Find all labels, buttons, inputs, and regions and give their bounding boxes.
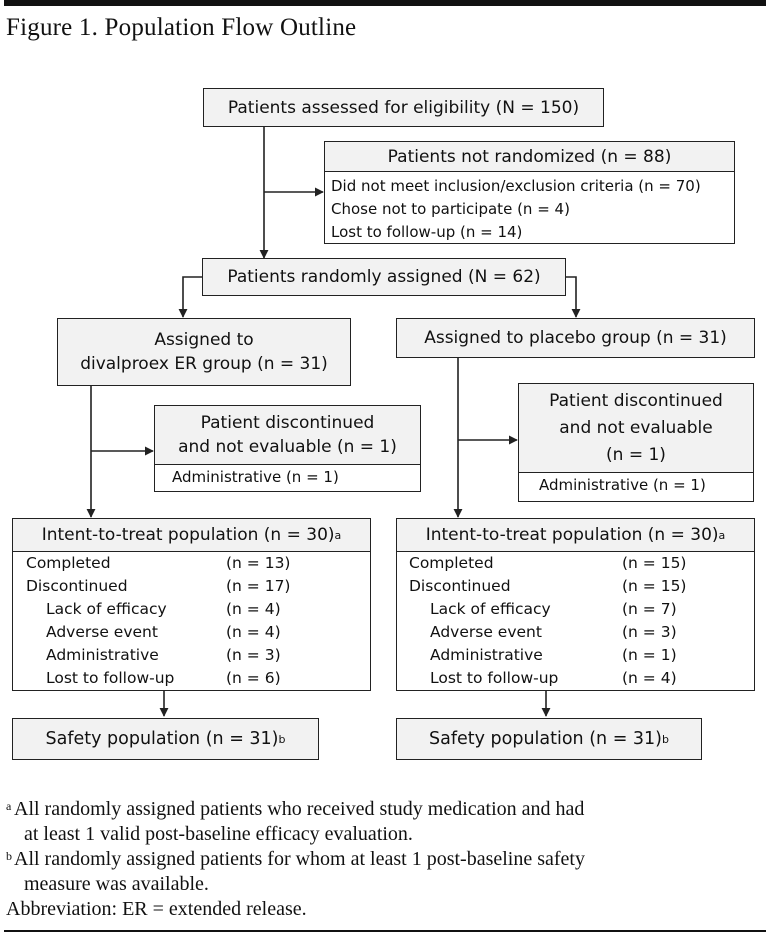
itt-right-row-label: Discontinued	[409, 577, 511, 595]
itt-right-row-value: (n = 15)	[622, 577, 687, 595]
itt-left-footnote-marker: a	[334, 528, 342, 542]
box-divalproex-group: Assigned to divalproex ER group (n = 31)	[57, 318, 351, 386]
safety-left-footnote-marker: b	[278, 732, 286, 746]
itt-right-row-label: Adverse event	[430, 623, 542, 641]
assessed-label: Patients assessed for eligibility (N = 1…	[227, 97, 580, 118]
disc-right-line2: and not evaluable	[559, 417, 713, 438]
footnotes: a All randomly assigned patients who rec…	[6, 797, 585, 922]
divalproex-line1: Assigned to	[154, 330, 254, 350]
footnote-a: a All randomly assigned patients who rec…	[6, 797, 585, 847]
box-placebo-group: Assigned to placebo group (n = 31)	[396, 318, 755, 358]
itt-left-row-value: (n = 4)	[226, 623, 281, 641]
safety-right-footnote-marker: b	[662, 732, 669, 746]
abbreviation-note: Abbreviation: ER = extended release.	[6, 898, 307, 920]
itt-right-row-value: (n = 15)	[622, 554, 687, 572]
top-rule	[4, 0, 766, 6]
box-assessed-eligibility: Patients assessed for eligibility (N = 1…	[203, 88, 604, 127]
not-randomized-reason: Lost to follow-up (n = 14)	[331, 223, 523, 241]
box-discontinued-right: Patient discontinued and not evaluable (…	[518, 383, 754, 502]
itt-right-row-label: Lost to follow-up	[430, 669, 559, 687]
box-randomly-assigned: Patients randomly assigned (N = 62)	[202, 258, 566, 296]
placebo-label: Assigned to placebo group (n = 31)	[424, 328, 727, 348]
itt-left-row-label: Administrative	[46, 646, 159, 664]
footnote-b: b All randomly assigned patients for who…	[6, 847, 585, 897]
disc-left-line2: and not evaluable (n = 1)	[178, 437, 397, 457]
footnote-line: at least 1 valid post-baseline efficacy …	[24, 823, 413, 845]
not-randomized-header: Patients not randomized (n = 88)	[325, 142, 734, 172]
box-safety-right: Safety population (n = 31)b	[396, 718, 702, 760]
footnote-line: All randomly assigned patients who recei…	[14, 798, 585, 820]
disc-left-detail: Administrative (n = 1)	[172, 468, 339, 486]
itt-left-row-value: (n = 3)	[226, 646, 281, 664]
itt-right-row-value: (n = 4)	[622, 669, 677, 687]
disc-right-line3: (n = 1)	[606, 444, 666, 465]
itt-right-row-label: Administrative	[430, 646, 543, 664]
itt-right-row-label: Lack of efficacy	[430, 600, 551, 618]
itt-right-row-value: (n = 7)	[622, 600, 677, 618]
itt-left-row-value: (n = 6)	[226, 669, 281, 687]
itt-left-header-text: Intent-to-treat population (n = 30)	[41, 525, 335, 545]
divalproex-line2: divalproex ER group (n = 31)	[80, 354, 328, 374]
itt-left-header: Intent-to-treat population (n = 30)a	[13, 519, 370, 552]
footnote-line: measure was available.	[24, 873, 209, 895]
box-safety-left: Safety population (n = 31)b	[12, 718, 319, 760]
disc-left-line1: Patient discontinued	[200, 413, 375, 433]
bottom-rule	[4, 930, 766, 932]
figure-title: Figure 1. Population Flow Outline	[6, 14, 357, 41]
itt-left-row-label: Lost to follow-up	[46, 669, 175, 687]
itt-left-row-label: Adverse event	[46, 623, 158, 641]
itt-left-row-label: Discontinued	[26, 577, 128, 595]
box-itt-right: Intent-to-treat population (n = 30)a Com…	[396, 518, 755, 691]
box-discontinued-left: Patient discontinued and not evaluable (…	[154, 405, 421, 492]
arrow-randomized-to-placebo	[566, 276, 581, 318]
itt-right-row-label: Completed	[409, 554, 494, 572]
footnote-line: All randomly assigned patients for whom …	[14, 848, 585, 870]
itt-left-row-value: (n = 4)	[226, 600, 281, 618]
disc-right-line1: Patient discontinued	[549, 390, 723, 411]
itt-right-row-value: (n = 3)	[622, 623, 677, 641]
itt-left-row-label: Lack of efficacy	[46, 600, 167, 618]
itt-left-row-label: Completed	[26, 554, 111, 572]
box-not-randomized: Patients not randomized (n = 88) Did not…	[324, 141, 735, 244]
not-randomized-reason: Did not meet inclusion/exclusion criteri…	[331, 177, 701, 195]
itt-left-row-value: (n = 17)	[226, 577, 291, 595]
box-itt-left: Intent-to-treat population (n = 30)a Com…	[12, 518, 371, 691]
arrow-randomized-to-divalproex	[178, 276, 202, 318]
itt-right-row-value: (n = 1)	[622, 646, 677, 664]
disc-right-detail: Administrative (n = 1)	[539, 476, 706, 494]
itt-right-header: Intent-to-treat population (n = 30)a	[397, 519, 754, 552]
itt-left-row-value: (n = 13)	[226, 554, 291, 572]
safety-right-text: Safety population (n = 31)	[428, 729, 663, 749]
itt-right-footnote-marker: a	[718, 528, 726, 542]
randomized-label: Patients randomly assigned (N = 62)	[227, 267, 541, 287]
safety-left-text: Safety population (n = 31)	[45, 729, 279, 749]
not-randomized-reason: Chose not to participate (n = 4)	[331, 200, 570, 218]
footnote-marker: a	[6, 799, 12, 813]
footnote-marker: b	[6, 849, 12, 863]
itt-right-header-text: Intent-to-treat population (n = 30)	[425, 525, 719, 545]
